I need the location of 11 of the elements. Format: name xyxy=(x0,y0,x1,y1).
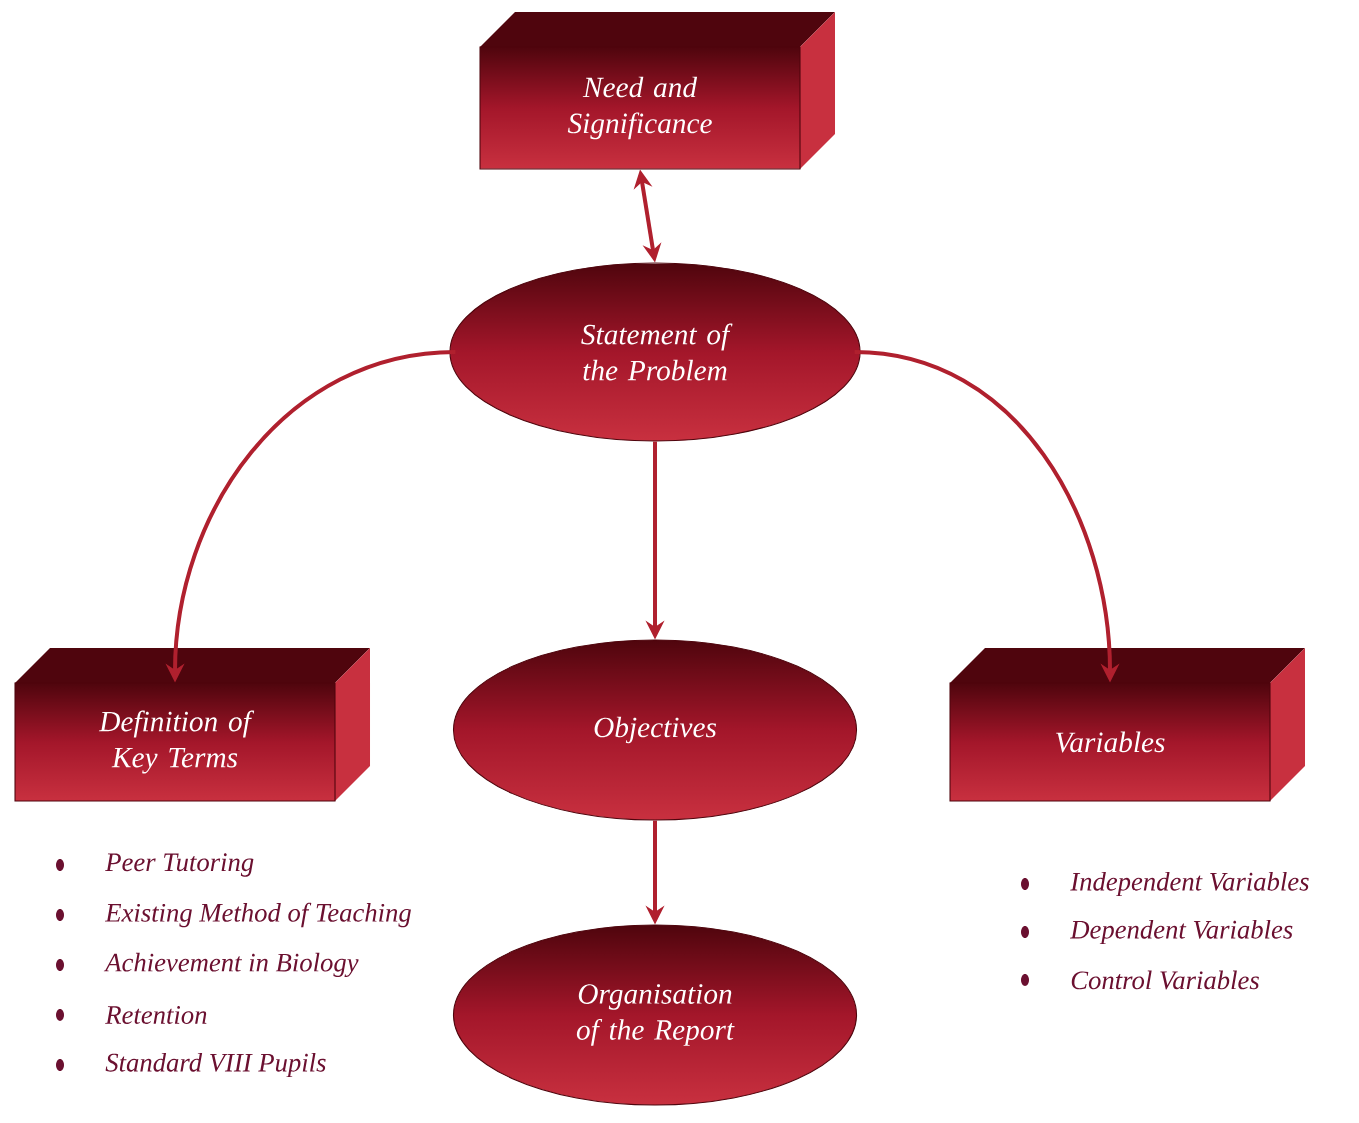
box-3d: Need and Significance xyxy=(479,12,835,170)
box-3d: Definition of Key Terms xyxy=(14,648,370,802)
bullet-item: Independent Variables xyxy=(1021,871,1309,897)
bullet-item: Standard VIII Pupils xyxy=(56,1052,326,1078)
bullet-item: Retention xyxy=(56,1006,207,1024)
bullet-item: Existing Method of Teaching xyxy=(56,902,411,928)
box-3d: Variables xyxy=(949,648,1305,802)
bullet-item: Dependent Variables xyxy=(1021,919,1293,945)
bullet-item: Control Variables xyxy=(1021,970,1259,990)
bullet-item: Peer Tutoring xyxy=(56,853,254,877)
bullet-item: Achievement in Biology xyxy=(56,952,359,978)
